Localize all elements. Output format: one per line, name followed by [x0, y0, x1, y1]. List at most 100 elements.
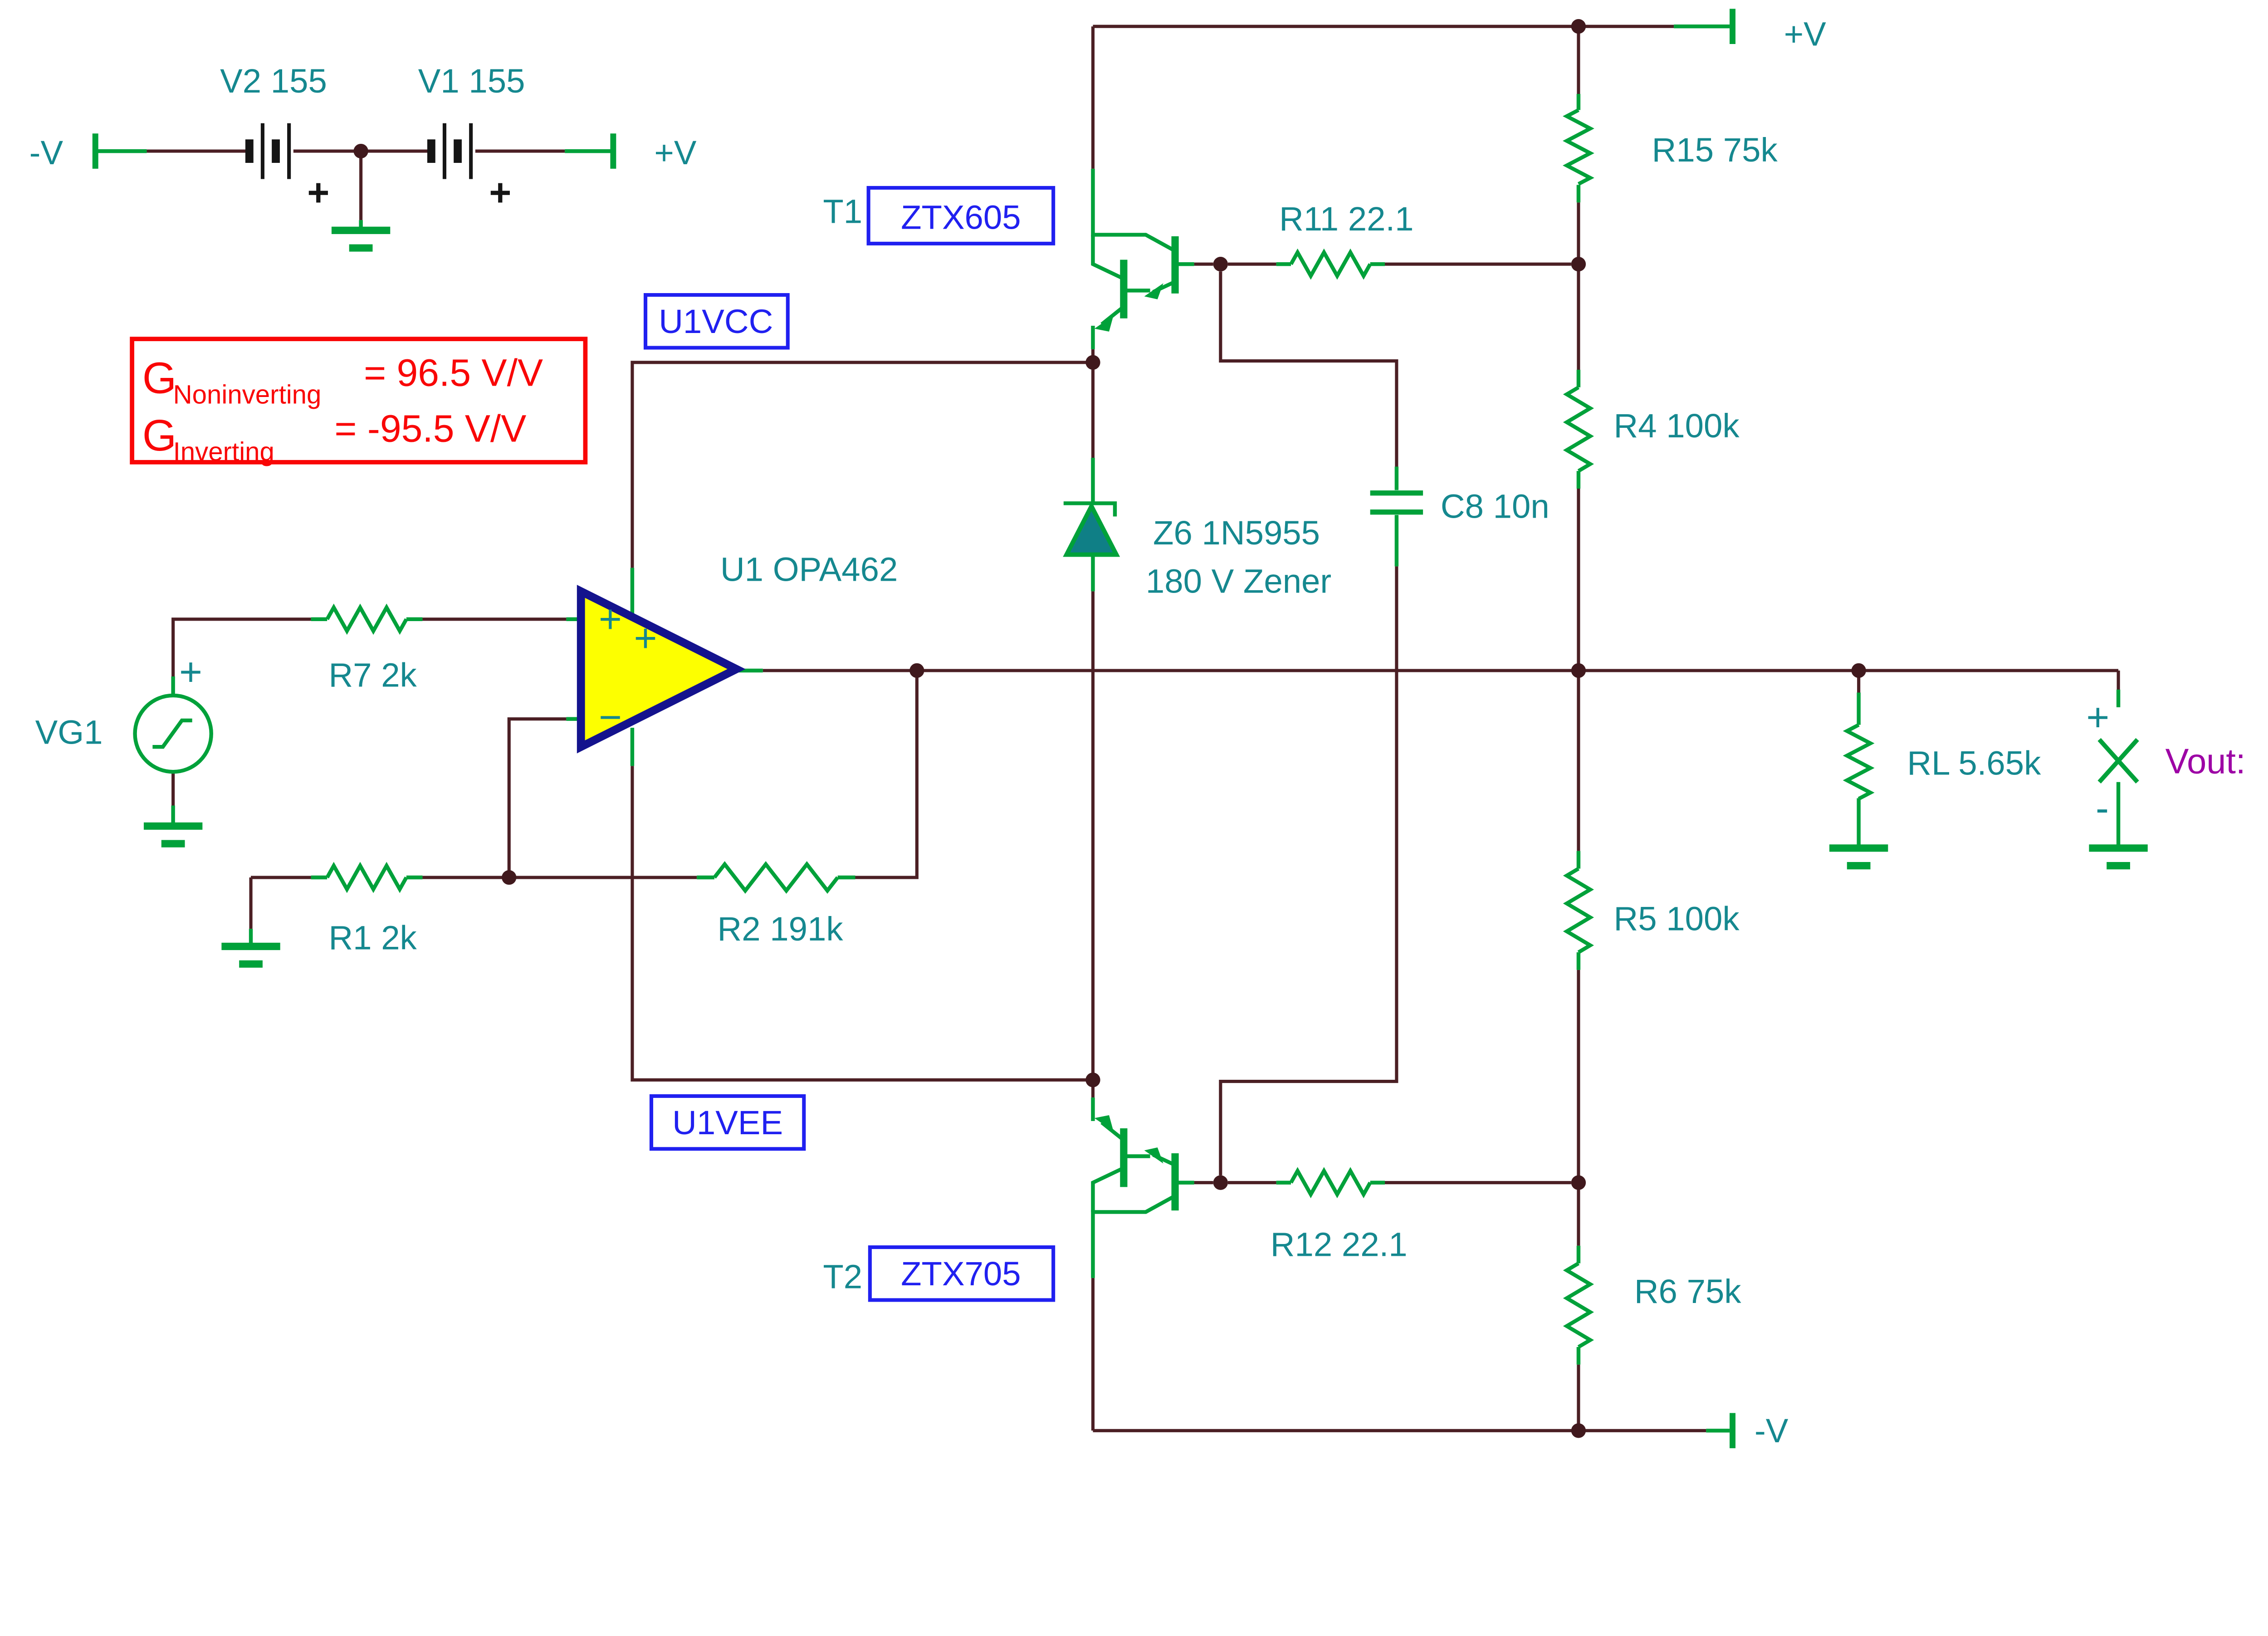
resistor-rl[interactable]: RL 5.65k [1829, 692, 2041, 866]
junction-dot [1571, 256, 1586, 272]
resistor-zigzag[interactable] [1563, 1245, 1594, 1365]
ground-icon[interactable] [144, 826, 202, 844]
vg1-waveform-icon [152, 718, 192, 749]
t2-ref-label[interactable]: T2 [823, 1258, 862, 1296]
zener-anode-triangle[interactable] [1063, 501, 1120, 557]
neg-rail-label[interactable]: -V [29, 134, 64, 171]
resistor-zigzag[interactable] [1563, 93, 1594, 203]
resistor-r5[interactable]: R5 100k [1563, 851, 1740, 970]
resistor-zigzag[interactable] [1843, 692, 1875, 848]
u1vee-macro-label[interactable]: U1VEE [672, 1104, 783, 1141]
resistor-zigzag[interactable] [311, 862, 423, 893]
capacitor-c8[interactable]: C8 10n [1370, 466, 1549, 567]
gain-annotation-box[interactable]: G Noninverting = 96.5 V/V G Inverting = … [130, 337, 588, 467]
wire-r1-ground-branch[interactable] [249, 876, 311, 929]
resistor-r12[interactable]: R12 22.1 [1271, 1167, 1408, 1264]
gain-inv-value: = -95.5 V/V [334, 407, 526, 450]
pnp-darlington-icon[interactable] [1093, 1097, 1194, 1278]
vg1-label[interactable]: VG1 [35, 714, 103, 751]
wire-feedback-net[interactable] [422, 671, 919, 879]
vout-label[interactable]: Vout: [2165, 742, 2246, 781]
gain-noninv-symbol: G [142, 353, 176, 403]
opamp-pin-stubs[interactable] [566, 568, 763, 766]
zener-label-line1[interactable]: Z6 1N5955 [1153, 514, 1320, 552]
battery-v2[interactable] [245, 123, 291, 179]
wire-r7-net[interactable] [171, 617, 567, 676]
resistor-r12-label[interactable]: R12 22.1 [1271, 1225, 1408, 1263]
resistor-r6-label[interactable]: R6 75k [1634, 1273, 1741, 1310]
opamp-label[interactable]: U1 OPA462 [720, 551, 898, 588]
pos-rail-label[interactable]: +V [654, 134, 696, 171]
capacitor-plates[interactable] [1370, 490, 1423, 515]
opamp-inverting-input-mark: − [599, 695, 622, 740]
resistor-zigzag[interactable] [311, 603, 423, 635]
t2-part-box[interactable] [868, 1245, 1056, 1302]
resistor-r7-label[interactable]: R7 2k [328, 656, 417, 694]
resistor-r1-label[interactable]: R1 2k [328, 919, 417, 956]
probe-plus-sign: + [2086, 695, 2109, 740]
junction-dot [1213, 256, 1228, 272]
resistor-r6[interactable]: R6 75k [1563, 1245, 1741, 1365]
resistor-r11-label[interactable]: R11 22.1 [1279, 200, 1413, 238]
resistor-r4-label[interactable]: R4 100k [1614, 407, 1740, 445]
u1vee-macro-box[interactable] [649, 1094, 806, 1151]
resistor-r15[interactable]: R15 75k [1563, 93, 1778, 203]
resistor-zigzag[interactable] [1276, 1167, 1385, 1199]
wire-c8-top-branch[interactable] [1219, 271, 1398, 467]
ground-icon[interactable] [2089, 848, 2147, 866]
capacitor-c8-label[interactable]: C8 10n [1441, 488, 1549, 525]
zener-cathode-bar[interactable] [1063, 501, 1117, 517]
transistor-t2[interactable]: T2 ZTX705 [823, 1097, 1194, 1302]
t1-part-label[interactable]: ZTX605 [901, 199, 1021, 236]
resistor-r11[interactable]: R11 22.1 [1276, 200, 1414, 280]
u1vcc-macro-box[interactable] [643, 293, 790, 350]
resistor-r1[interactable]: R1 2k [221, 862, 423, 964]
resistor-zigzag[interactable] [1563, 851, 1594, 970]
power-supply-section: -V V2 155 + V1 155 + +V [29, 62, 697, 248]
zener-z6[interactable]: Z6 1N5955 180 V Zener [1063, 458, 1331, 600]
pos-supply-label[interactable]: +V [1784, 15, 1826, 53]
t2-part-label[interactable]: ZTX705 [901, 1255, 1021, 1293]
resistor-zigzag[interactable] [697, 861, 855, 894]
resistor-r15-label[interactable]: R15 75k [1652, 131, 1778, 169]
ground-icon[interactable] [221, 946, 280, 964]
voltage-probe-x-icon[interactable] [2097, 738, 2139, 784]
ground-icon[interactable] [332, 230, 390, 248]
opamp-u1[interactable]: + + − U1 OPA462 U1VCC U1VEE [566, 293, 898, 1151]
junction-dot [1851, 663, 1866, 678]
npn-darlington-icon[interactable] [1093, 169, 1194, 349]
battery-v1[interactable] [427, 123, 473, 179]
u1vcc-macro-label[interactable]: U1VCC [659, 303, 773, 340]
source-vg1[interactable]: + VG1 [35, 649, 213, 844]
neg-supply-label[interactable]: -V [1755, 1412, 1789, 1450]
wire-output-net[interactable] [763, 669, 2120, 690]
junction-dot [1571, 19, 1586, 34]
rail-terminals: +V -V [1730, 9, 1826, 1450]
t1-ref-label[interactable]: T1 [823, 193, 862, 230]
junction-dot [909, 663, 924, 678]
battery-v2-label[interactable]: V2 155 [220, 62, 327, 100]
wire-bottom-rail[interactable] [1091, 1278, 1706, 1432]
resistor-zigzag[interactable] [1276, 248, 1385, 280]
resistor-rl-label[interactable]: RL 5.65k [1907, 745, 2041, 782]
opamp-triangle[interactable] [577, 584, 746, 754]
gain-box-border [130, 337, 588, 465]
junction-dots [353, 19, 1866, 1438]
wire-c8-bottom-branch[interactable] [1219, 566, 1398, 1176]
resistor-r2-label[interactable]: R2 191k [718, 910, 844, 948]
zener-label-line2[interactable]: 180 V Zener [1146, 563, 1331, 600]
resistor-r4[interactable]: R4 100k [1563, 370, 1740, 489]
probe-minus-sign: - [2096, 786, 2109, 830]
transistor-t1[interactable]: T1 ZTX605 [823, 169, 1194, 349]
wire-u1vcc-net[interactable] [631, 349, 1095, 568]
circuit-schematic-canvas: -V V2 155 + V1 155 + +V G Noninverting =… [29, 9, 2246, 1450]
resistor-r5-label[interactable]: R5 100k [1614, 900, 1740, 937]
ground-icon[interactable] [1829, 848, 1888, 866]
t1-part-box[interactable] [866, 186, 1056, 245]
resistor-r7[interactable]: R7 2k [311, 603, 423, 694]
resistor-zigzag[interactable] [1563, 370, 1594, 489]
wire-top-rail[interactable] [1091, 24, 1674, 169]
vout-probe[interactable]: + - Vout: [2086, 690, 2246, 866]
battery-v1-label[interactable]: V1 155 [418, 62, 525, 100]
resistor-r2[interactable]: R2 191k [697, 861, 855, 948]
